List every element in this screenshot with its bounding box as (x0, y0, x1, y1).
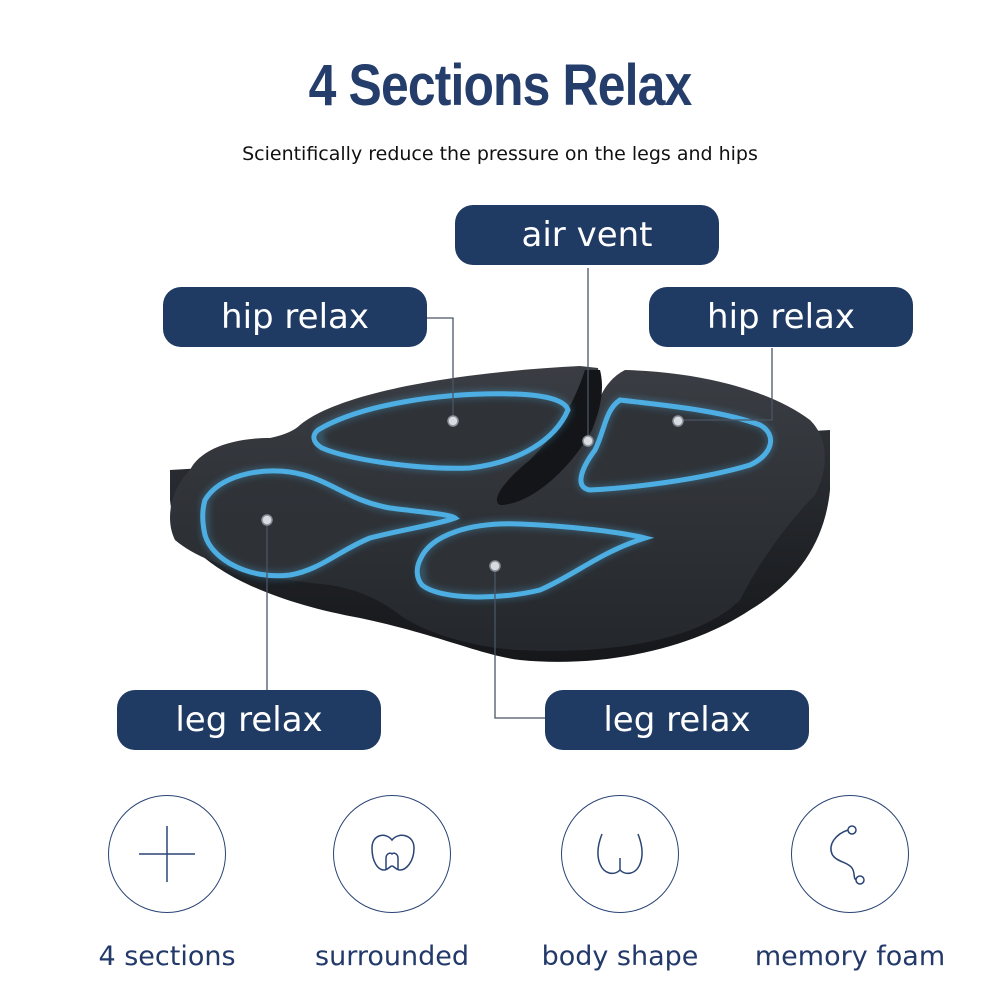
feature-label: body shape (541, 941, 699, 972)
body-shape-icon (597, 833, 643, 875)
feature-label: surrounded (315, 941, 469, 972)
feature-memory-foam: memory foam (735, 795, 965, 972)
feature-circle (791, 795, 909, 913)
callout-leg-relax-left: leg relax (117, 690, 381, 750)
marker-dots (261, 415, 684, 572)
cushion-illustration (170, 268, 830, 719)
feature-body-shape: body shape (505, 795, 735, 972)
page-title: 4 Sections Relax (308, 53, 693, 118)
callout-leg-relax-right: leg relax (545, 690, 809, 750)
callout-hip-relax-right: hip relax (649, 287, 913, 347)
callout-leg-relax-left-label: leg relax (175, 700, 323, 740)
feature-surrounded: surrounded (277, 795, 507, 972)
callout-hip-relax-left-label: hip relax (221, 297, 369, 337)
feature-circle (108, 795, 226, 913)
feature-circle (561, 795, 679, 913)
surround-cushion-icon (371, 834, 415, 871)
feature-label: 4 sections (98, 941, 236, 972)
leader-lines (266, 268, 773, 719)
plus-icon (139, 826, 195, 882)
feature-circle (333, 795, 451, 913)
callout-hip-relax-right-label: hip relax (707, 297, 855, 337)
feature-4-sections: 4 sections (52, 795, 282, 972)
page-subtitle: Scientifically reduce the pressure on th… (242, 143, 758, 165)
memory-foam-icon (830, 825, 865, 885)
callout-air-vent-label: air vent (521, 215, 653, 255)
callout-hip-relax-left: hip relax (163, 287, 427, 347)
center-slot (496, 370, 603, 505)
feature-label: memory foam (754, 941, 946, 972)
callout-leg-relax-right-label: leg relax (603, 700, 751, 740)
callout-air-vent: air vent (455, 205, 719, 265)
